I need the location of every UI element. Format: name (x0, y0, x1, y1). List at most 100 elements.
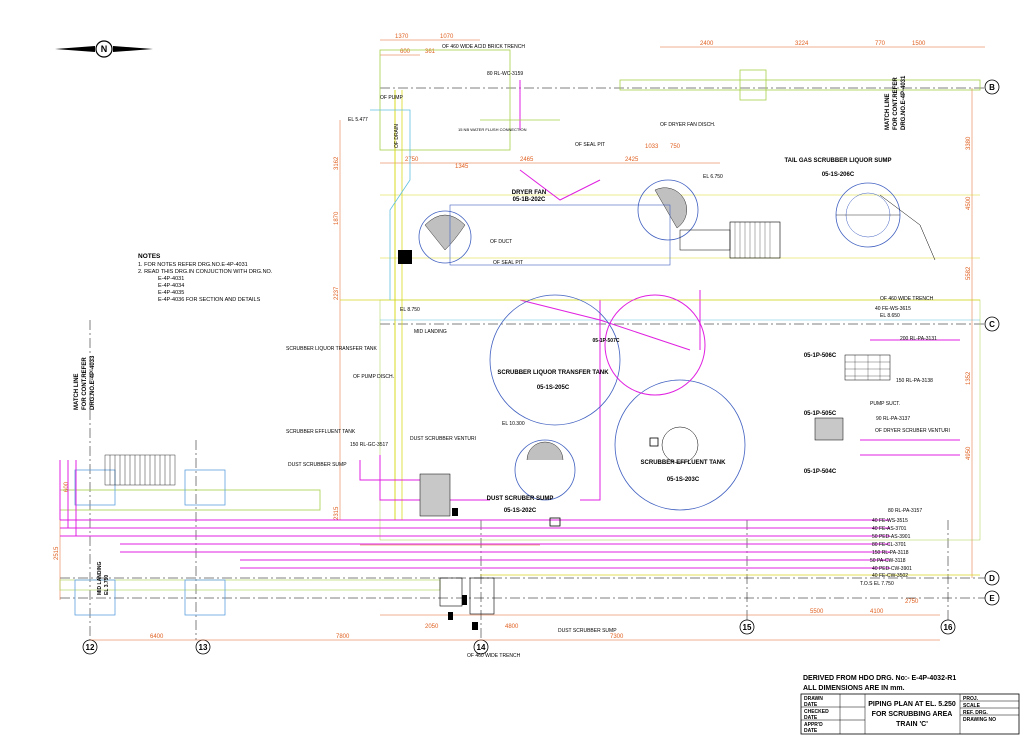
title-block: DERIVED FROM HDO DRG. No:- E-4P-4032-R1 … (800, 675, 1020, 735)
label-mid-landing: MID LANDING (414, 329, 447, 335)
title-derived: DERIVED FROM HDO DRG. No:- E-4P-4032-R1 (803, 675, 956, 682)
tb-ref-drg: REF. DRG. (963, 710, 988, 716)
stairs (104, 454, 176, 486)
utility-pipes (340, 80, 980, 576)
label-line-pa: 150 RL-PA-3138 (896, 378, 933, 384)
dimension-lines (59, 39, 985, 641)
match-left-0: MATCH LINE (74, 373, 80, 410)
label-line-ps1: 40 FE-WS-3515 (872, 518, 908, 524)
equip-pump-505: 05-1P-505C (804, 411, 837, 417)
grid-row-b: B (989, 83, 995, 92)
dim-bot-6: 4100 (870, 609, 884, 615)
tb-title2: FOR SCRUBBING AREA (872, 711, 953, 718)
tb-title1: PIPING PLAN AT EL. 5.250 (868, 701, 956, 708)
notes-line-4: E-4P-4035 (158, 290, 184, 296)
label-line-ps2: 40 FE-AS-3701 (872, 526, 907, 532)
dim-top-2: 600 (400, 49, 411, 55)
tanks (398, 250, 891, 630)
dim-mid-5: 1345 (455, 164, 469, 170)
grid-col-13: 13 (199, 643, 208, 652)
dim-left-5: 600 (64, 481, 70, 492)
equipment-labels: DRYER FAN 05-1B-202C TAIL GAS SCRUBBER L… (487, 158, 892, 514)
match-line-left: MATCH LINE FOR CONT.REFER DRG.NO.E-4P-40… (74, 355, 96, 410)
dim-mid-4: 750 (670, 144, 681, 150)
match-left-1: FOR CONT.REFER (82, 357, 88, 410)
grid-row-c: C (989, 320, 995, 329)
label-of-drain: OF DRAIN (394, 124, 400, 148)
notes-line-5: E-4P-4036 FOR SECTION AND DETAILS (158, 297, 261, 303)
dryer-fan-assembly (418, 179, 781, 266)
dim-bot-3: 4800 (505, 624, 519, 630)
label-line-wc: 80 RL-WC-3159 (487, 71, 523, 77)
title-dimensions: ALL DIMENSIONS ARE IN mm. (803, 685, 905, 692)
tb-drawing-no: DRAWING NO (963, 717, 996, 723)
label-dryer-fan-disch: OF DRYER FAN DISCH. (660, 122, 715, 128)
label-dust-scrubber-sump-b: DUST SCRUBBER SUMP (558, 628, 617, 634)
equip-effluent-tank-tag: 05-1S-203C (667, 477, 700, 483)
dim-left-3: 2515 (54, 546, 60, 560)
label-dust-scrubber-venturi: DUST SCRUBBER VENTURI (410, 436, 476, 442)
notes-line-3: E-4P-4034 (158, 283, 184, 289)
equip-tail-gas-name: TAIL GAS SCRUBBER LIQUOR SUMP (784, 158, 891, 164)
dim-left-0: 3162 (334, 156, 340, 170)
dim-top-4: 2400 (700, 41, 714, 47)
grid-col-16: 16 (944, 623, 953, 632)
tail-gas-scrubber-sump (835, 182, 936, 261)
misc-labels: OF 460 WIDE ACID BRICK TRENCH OF 460 WID… (97, 44, 950, 659)
match-right-0: MATCH LINE (885, 93, 891, 130)
label-acid-trench: OF 460 WIDE ACID BRICK TRENCH (442, 44, 525, 50)
north-arrow: N (55, 40, 153, 58)
label-of-duct: OF DUCT (490, 239, 512, 245)
equip-tail-gas-tag: 05-1S-206C (822, 172, 855, 178)
label-el-8650: EL 8.650 (880, 313, 900, 319)
tb-checked: CHECKED (804, 709, 829, 715)
label-el-10300: EL 10.300 (502, 421, 525, 427)
label-line-pa2: 200 RL-PA-3131 (900, 336, 937, 342)
equip-dryer-fan-tag: 05-1B-202C (513, 197, 546, 203)
dim-bot-4: 7300 (610, 634, 624, 640)
label-line-pa4: 80 RL-PA-3157 (888, 508, 922, 514)
equip-dust-sump-tag: 05-1S-202C (504, 508, 537, 514)
label-el-8750: EL 8.750 (400, 307, 420, 313)
notes-heading: NOTES (138, 253, 161, 260)
dim-bot-1: 7800 (336, 634, 350, 640)
label-pump-suct: PUMP SUCT. (870, 401, 900, 407)
tb-date2: DATE (804, 715, 818, 721)
tb-scale: SCALE (963, 703, 981, 709)
label-scrubber-effluent: SCRUBBER EFFLUENT TANK (286, 429, 356, 435)
grid-col-12: 12 (86, 643, 95, 652)
match-line-right: MATCH LINE FOR CONT.REFER DRG.NO.E-4P-40… (885, 75, 907, 130)
dim-top-0: 1370 (395, 34, 409, 40)
pipe-runs (59, 169, 960, 569)
grid-row-d: D (989, 574, 995, 583)
tb-title3: TRAIN 'C' (896, 721, 928, 728)
dimension-texts: 1370 1070 600 361 2400 3224 770 1500 275… (54, 34, 972, 640)
dim-bot-0: 6400 (150, 634, 164, 640)
label-line-ps3: 50 PED-AS-3901 (872, 534, 911, 540)
north-label: N (101, 44, 108, 54)
match-right-1: FOR CONT.REFER (893, 77, 899, 130)
label-mid-landing-left-el: EL 3.750 (104, 575, 110, 595)
label-trench-bottom: OF 460 WIDE TRENCH (467, 653, 521, 659)
dim-right-0: 3380 (966, 136, 972, 150)
dim-top-3: 361 (425, 49, 436, 55)
grid-row-e: E (989, 594, 995, 603)
dim-left-1: 1870 (334, 211, 340, 225)
label-line-ps7: 40 FE-CW-3502 (872, 573, 908, 579)
dim-top-6: 770 (875, 41, 886, 47)
label-dust-scrubber-sump: DUST SCRUBBER SUMP (288, 462, 347, 468)
dim-bot-7: 2750 (905, 599, 919, 605)
grid-col-15: 15 (743, 623, 752, 632)
label-line-ps4: 80 FE-CL-3701 (872, 542, 906, 548)
dim-top-5: 3224 (795, 41, 809, 47)
label-dryer-scrubber-venturi: OF DRYER SCRUBER VENTURI (875, 428, 950, 434)
dim-right-1: 4500 (966, 196, 972, 210)
label-seal-pit: OF SEAL PIT (493, 260, 523, 266)
notes-line-0: 1. FOR NOTES REFER DRG.NO.E-4P-4031 (138, 262, 248, 268)
dim-top-1: 1070 (440, 34, 454, 40)
dim-mid-3: 1033 (645, 144, 659, 150)
dim-mid-1: 2465 (520, 157, 534, 163)
label-line-gc2: 50 PA-CW-3118 (870, 558, 906, 564)
dim-top-7: 1500 (912, 41, 926, 47)
dim-right-3: 1352 (966, 371, 972, 385)
